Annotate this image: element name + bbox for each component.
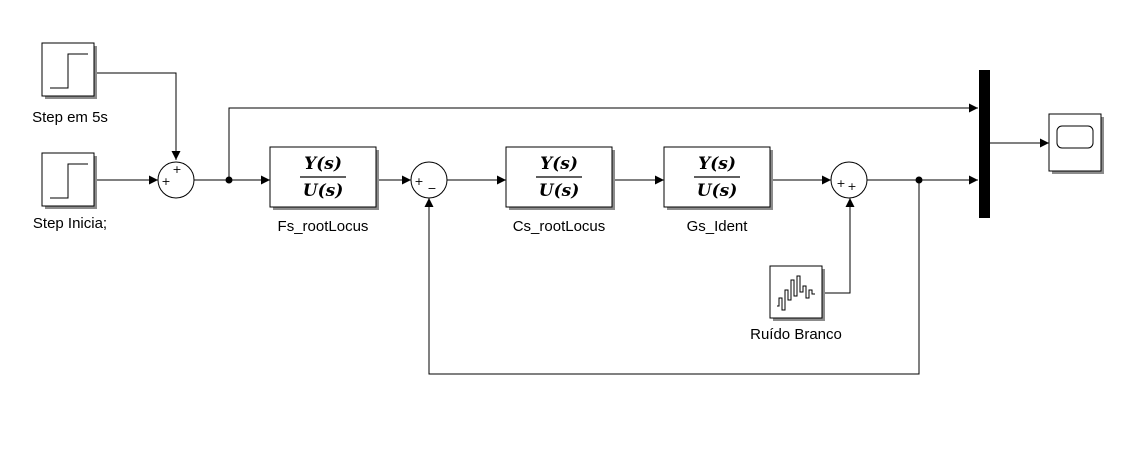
sum-1-sign-top: + bbox=[172, 163, 181, 176]
gs-numerator: Y(s) bbox=[698, 154, 736, 174]
cs-denominator: U(s) bbox=[539, 181, 579, 201]
wire-noise-to-sum3 bbox=[823, 198, 855, 294]
sum-3-sign-left: + bbox=[836, 177, 845, 190]
branch-point-output bbox=[915, 176, 923, 184]
white-noise-block[interactable]: Ruído Branco bbox=[750, 265, 842, 343]
noise-label: Ruído Branco bbox=[750, 326, 842, 343]
cs-label: Cs_rootLocus bbox=[513, 218, 606, 235]
fs-transfer-function-block[interactable]: Y(s) U(s) Fs_rootLocus bbox=[269, 146, 379, 235]
sum-2-sign-left: + bbox=[414, 175, 423, 188]
cs-numerator: Y(s) bbox=[540, 154, 578, 174]
sum-block-2[interactable]: + − bbox=[410, 161, 448, 199]
step-icon bbox=[50, 163, 88, 199]
wire-feedback bbox=[424, 180, 920, 375]
mux-block[interactable] bbox=[979, 70, 990, 218]
wire-reference-to-mux bbox=[228, 103, 978, 180]
fs-denominator: U(s) bbox=[303, 181, 343, 201]
branch-point-reference bbox=[225, 176, 233, 184]
fs-label: Fs_rootLocus bbox=[278, 218, 369, 235]
sum-block-3[interactable]: + + bbox=[830, 161, 868, 199]
sum-2-sign-bottom: − bbox=[427, 182, 436, 195]
step-block-2[interactable]: Step Inicia; bbox=[33, 152, 107, 232]
wire-step1-to-sum1 bbox=[97, 72, 181, 160]
signal-lines bbox=[97, 72, 1049, 375]
gs-transfer-function-block[interactable]: Y(s) U(s) Gs_Ident bbox=[663, 146, 773, 235]
step-icon bbox=[50, 53, 88, 89]
sum-3-sign-bottom: + bbox=[847, 180, 856, 193]
step-1-label: Step em 5s bbox=[32, 109, 108, 126]
step-block-1[interactable]: Step em 5s bbox=[32, 42, 108, 126]
step-2-label: Step Inicia; bbox=[33, 215, 107, 232]
scope-block[interactable] bbox=[1048, 113, 1104, 174]
sum-block-1[interactable]: + + bbox=[157, 161, 195, 199]
cs-transfer-function-block[interactable]: Y(s) U(s) Cs_rootLocus bbox=[505, 146, 615, 235]
scope-icon bbox=[1056, 125, 1094, 149]
fs-numerator: Y(s) bbox=[304, 154, 342, 174]
noise-icon bbox=[777, 275, 815, 311]
gs-denominator: U(s) bbox=[697, 181, 737, 201]
gs-label: Gs_Ident bbox=[687, 218, 749, 235]
sum-1-sign-left: + bbox=[161, 175, 170, 188]
